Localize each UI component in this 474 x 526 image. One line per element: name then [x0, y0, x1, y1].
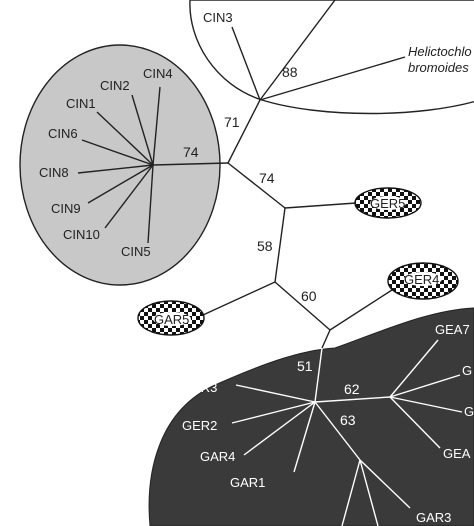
bootstrap-71: 71	[224, 114, 240, 130]
branch-lower-a	[341, 459, 361, 526]
branch-cin10	[104, 164, 154, 229]
branch-gea	[389, 396, 441, 449]
bootstrap-74: 74	[259, 170, 275, 186]
branch-ger4	[329, 289, 393, 331]
bootstrap-88: 88	[282, 64, 298, 80]
branch-top-cin3	[231, 26, 261, 101]
branch-cin8	[77, 164, 154, 174]
taxon-cin3: CIN3	[203, 10, 233, 25]
branch-top-upper	[259, 0, 336, 101]
branch-58	[274, 207, 286, 283]
branch-gar5	[202, 281, 276, 316]
branch-cin5	[147, 164, 154, 244]
bootstrap-63: 63	[340, 412, 356, 428]
branch-lower-b	[359, 459, 379, 526]
branch-74	[227, 162, 286, 209]
cin-cluster	[19, 44, 221, 286]
taxon-gar1: GAR1	[230, 475, 265, 490]
branch-gar4	[243, 401, 316, 456]
branch-ger3	[235, 384, 316, 403]
branch-63	[314, 401, 361, 461]
gar5-label-bg	[153, 312, 191, 326]
branch-60	[274, 281, 331, 331]
bootstrap-62: 62	[344, 381, 360, 397]
taxon-ger2: GER2	[182, 418, 217, 433]
branch-ger2	[231, 401, 316, 424]
taxon-gar4: GAR4	[200, 449, 235, 464]
taxon-gar3: GAR3	[416, 510, 451, 525]
bootstrap-74-cin: 74	[183, 144, 199, 160]
taxon-cin6: CIN6	[48, 126, 78, 141]
branch-51	[321, 329, 331, 349]
taxon-gea: GEA	[443, 446, 471, 461]
taxon-cin1: CIN1	[66, 96, 96, 111]
helictochloa-cluster	[189, 0, 474, 115]
branch-cin2	[131, 94, 154, 166]
branch-62	[314, 396, 391, 403]
branch-g-b	[389, 396, 463, 413]
taxon-g-a: G	[462, 363, 472, 378]
branch-dark-stem	[314, 347, 323, 403]
taxon-ger3: GER3	[182, 380, 217, 395]
branch-cin4	[152, 86, 161, 166]
taxon-cin10: CIN10	[63, 227, 100, 242]
ger-gar-cluster	[148, 307, 474, 526]
taxon-g-b: G	[464, 404, 474, 419]
species-line2: bromoides	[408, 60, 469, 75]
taxon-gar5: GAR5	[154, 312, 189, 327]
branch-gar1	[293, 401, 316, 473]
species-line1: Helictochlo	[408, 44, 472, 59]
taxon-cin5: CIN5	[121, 244, 151, 259]
taxon-ger5: GER5	[370, 196, 405, 211]
taxon-cin8: CIN8	[39, 165, 69, 180]
ger5-label-bg	[370, 196, 406, 210]
bootstrap-58: 58	[257, 238, 273, 254]
taxon-cin4: CIN4	[143, 66, 173, 81]
branch-cin9	[87, 164, 154, 204]
branch-g-a	[389, 374, 461, 398]
bootstrap-51: 51	[297, 358, 313, 374]
taxon-cin9: CIN9	[51, 201, 81, 216]
branch-gea7	[389, 339, 439, 398]
branch-cin6	[81, 139, 154, 166]
taxon-ger4: GER4	[404, 272, 439, 287]
branch-cin	[152, 162, 229, 166]
bootstrap-60: 60	[301, 288, 317, 304]
branch-gar3	[359, 459, 411, 509]
ger4-label-bg	[404, 272, 442, 286]
branch-ger5	[284, 202, 357, 209]
taxon-gea7: GEA7	[435, 322, 470, 337]
branch-top-1	[227, 99, 261, 164]
branch-cin1	[96, 111, 154, 166]
branch-top-helicto	[259, 56, 406, 101]
taxon-cin2: CIN2	[100, 78, 130, 93]
